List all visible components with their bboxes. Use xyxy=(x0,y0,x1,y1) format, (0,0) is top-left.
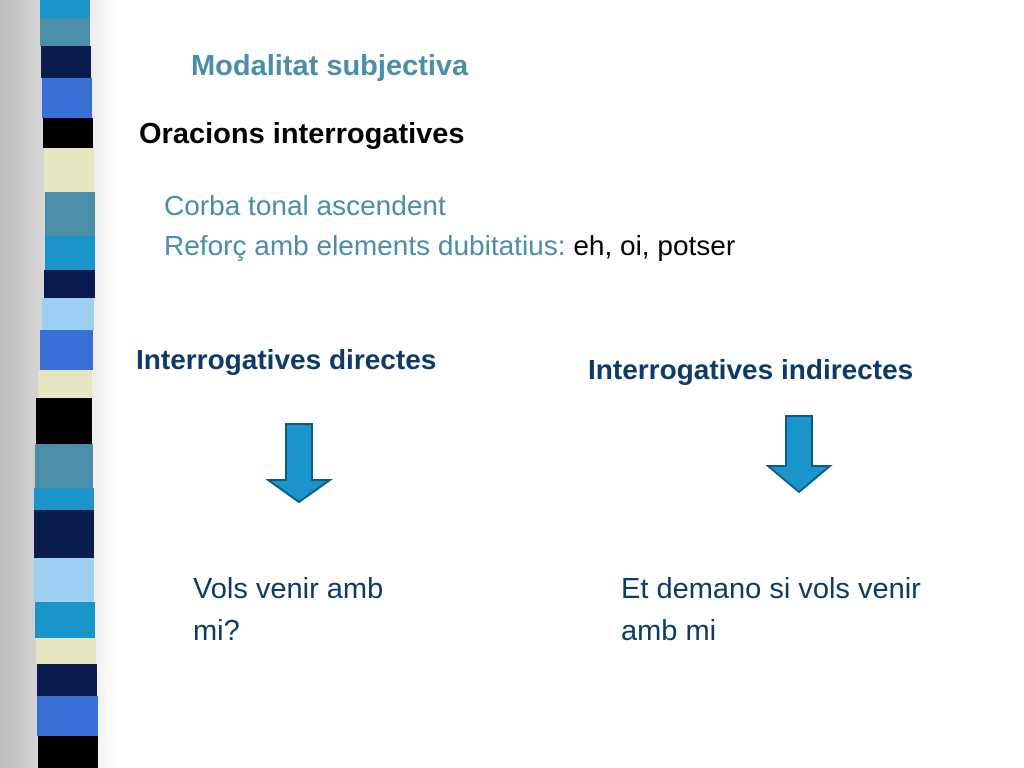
stripe-block xyxy=(36,398,92,444)
bullet-rising-intonation: Corba tonal ascendent xyxy=(164,190,446,222)
example-line: Vols venir amb xyxy=(193,573,384,605)
bullet-label: Reforç amb elements dubitatius: xyxy=(164,230,566,261)
stripe-block xyxy=(42,78,92,118)
example-direct-question: Vols venir amb mi? xyxy=(193,568,383,652)
stripe-block xyxy=(44,270,95,298)
example-line: amb mi xyxy=(621,615,717,647)
heading-direct-interrogatives: Interrogatives directes xyxy=(136,344,437,375)
stripe-block xyxy=(43,118,93,148)
example-indirect-question: Et demano si vols venir amb mi xyxy=(621,568,921,652)
slide-title: Modalitat subjectiva xyxy=(191,50,469,82)
stripe-block xyxy=(38,370,92,398)
stripe-block xyxy=(38,736,98,768)
stripe-block xyxy=(41,46,91,78)
heading-indirect-interrogatives: Interrogatives indirectes xyxy=(588,354,914,385)
stripe-block xyxy=(34,510,94,558)
stripe-block xyxy=(37,664,97,696)
stripe-block xyxy=(45,192,95,236)
example-line: mi? xyxy=(193,615,240,647)
example-line: Et demano si vols venir xyxy=(621,573,921,605)
stripe-block xyxy=(36,638,96,664)
slide-subtitle: Oracions interrogatives xyxy=(139,118,465,150)
down-arrow-icon xyxy=(766,415,833,494)
stripe-block xyxy=(34,558,94,602)
bullet-text: Corba tonal ascendent xyxy=(164,190,446,221)
stripe-block xyxy=(45,236,95,270)
stripe-block xyxy=(40,330,93,370)
stripe-block xyxy=(42,298,94,330)
stripe-block xyxy=(40,0,90,18)
stripe-block xyxy=(37,696,98,736)
down-arrow-icon xyxy=(266,423,334,504)
bullet-dubitative-elements: Reforç amb elements dubitatius: eh, oi, … xyxy=(164,230,735,262)
bullet-examples: eh, oi, potser xyxy=(573,230,736,261)
stripe-block xyxy=(35,602,95,638)
stripe-block xyxy=(44,148,94,192)
stripe-block xyxy=(34,488,94,510)
stripe-block xyxy=(35,444,93,488)
stripe-block xyxy=(40,18,90,46)
